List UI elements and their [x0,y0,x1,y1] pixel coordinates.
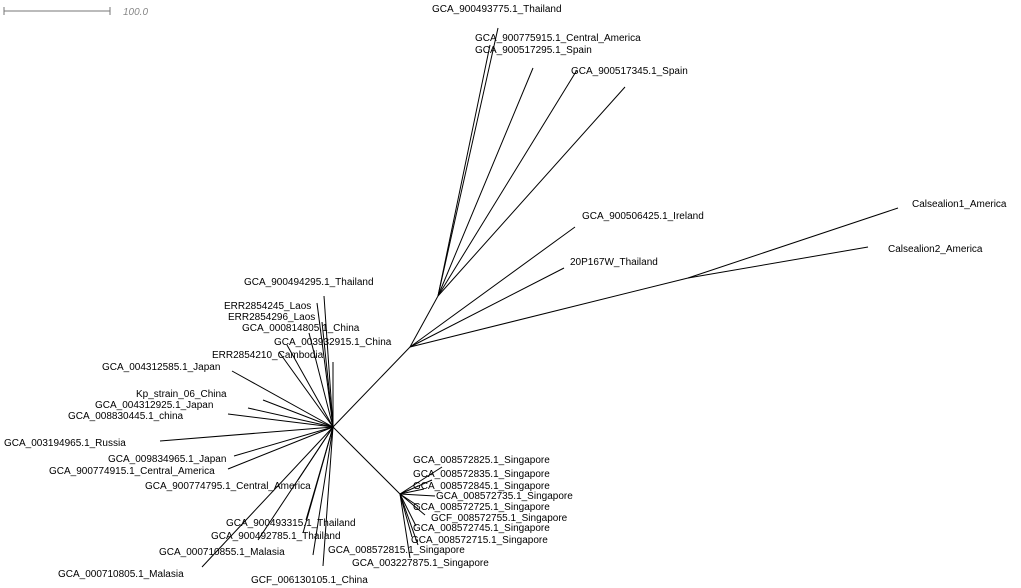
branch-t01 [437,27,499,297]
branch-t34 [399,493,417,527]
internal-branches [332,277,689,495]
branch-t30 [399,488,425,495]
leaf-label: GCA_008572745.1_Singapore [413,523,550,534]
leaf-label: GCA_000710805.1_Malasia [58,569,184,580]
leaf-label: GCA_008572715.1_Singapore [411,535,548,546]
branch-t05 [409,226,576,348]
branch-t21 [227,426,334,470]
leaf-label: GCA_003932915.1_China [274,337,392,348]
leaf-label: GCA_003194965.1_Russia [4,438,126,449]
leaf-label: GCA_900493775.1_Thailand [432,4,562,15]
branch-t06 [409,267,565,348]
branch-t26 [201,426,334,568]
branch-t15 [231,370,334,428]
leaf-label: GCA_900774915.1_Central_America [49,466,215,477]
leaf-label: GCA_900517345.1_Spain [571,66,688,77]
leaf-label: Kp_strain_06_China [136,389,227,400]
branch-t19 [159,426,334,442]
leaf-label: Calsealion1_America [912,199,1007,210]
leaf-label: GCA_900775915.1_Central_America [475,33,641,44]
branch-t31 [399,493,436,497]
leaf-label: ERR2854296_Laos [228,312,315,323]
branch-t03 [437,67,534,297]
branch-t07 [687,207,899,279]
branch-t36 [399,493,419,546]
leaf-label: GCA_900506425.1_Ireland [582,211,704,222]
branch-t24 [302,426,334,534]
branch-t25 [257,426,334,541]
branch-t11 [321,321,334,428]
leaf-label: GCA_004312585.1_Japan [102,362,220,373]
branch-t20 [233,426,334,457]
branch-t04 [437,86,626,297]
branch-t27 [322,426,334,567]
leaf-labels: GCA_900493775.1_Thailand GCA_900775915.1… [4,4,1007,586]
leaf-label: GCA_008572835.1_Singapore [413,469,550,480]
leaf-label: GCA_000710855.1_Malasia [159,547,285,558]
leaf-label: GCA_004312925.1_Japan [95,400,213,411]
branch [332,346,411,428]
leaf-label: GCA_900774795.1_Central_America [145,481,311,492]
branch-t18 [227,413,334,428]
leaf-label: GCA_008572735.1_Singapore [436,491,573,502]
leaf-label: GCA_009834965.1_Japan [108,454,226,465]
branch-t14 [286,344,334,428]
branch-t29 [399,479,433,495]
branch-t03b [437,69,578,297]
leaf-label: GCA_008572725.1_Singapore [413,502,550,513]
leaf-label: ERR2854210_Cambodia [212,350,324,361]
leaf-label: GCA_900493315.1_Thailand [226,518,356,529]
leaf-label: GCA_008572815.1_Singapore [328,545,465,556]
leaf-label: GCA_008572825.1_Singapore [413,455,550,466]
leaf-label: GCA_900492785.1_Thailand [211,531,341,542]
branch [332,426,401,495]
leaf-label: GCF_006130105.1_China [251,575,368,586]
branch [409,277,689,348]
leaf-branches [159,27,899,568]
leaf-label: GCA_000814805.1_China [242,323,360,334]
branch [409,295,439,348]
branch-t09 [323,295,334,428]
branch-t33 [399,493,426,516]
branch-t27b [312,426,334,556]
leaf-label: Calsealion2_America [888,244,983,255]
branch-t17 [247,407,334,428]
leaf-label: ERR2854245_Laos [224,301,311,312]
scale-bar-label: 100.0 [123,7,148,18]
leaf-label: 20P167W_Thailand [570,257,658,268]
branch-t12 [308,332,334,428]
branch-t14b [278,351,334,428]
branch-t37 [399,493,411,559]
branch-t16 [262,399,334,428]
branch-t08 [687,246,869,279]
scale-bar: 100.0 [3,7,148,18]
leaf-label: GCA_003227875.1_Singapore [352,558,489,569]
leaf-label: GCF_008572755.1_Singapore [431,513,568,524]
leaf-label: GCA_008830445.1_china [68,411,184,422]
leaf-label: GCA_900494295.1_Thailand [244,277,374,288]
branch-t28 [399,466,443,495]
leaf-label: GCA_008572845.1_Singapore [413,481,550,492]
branch-t02 [437,44,491,297]
leaf-label: GCA_900517295.1_Spain [475,45,592,56]
